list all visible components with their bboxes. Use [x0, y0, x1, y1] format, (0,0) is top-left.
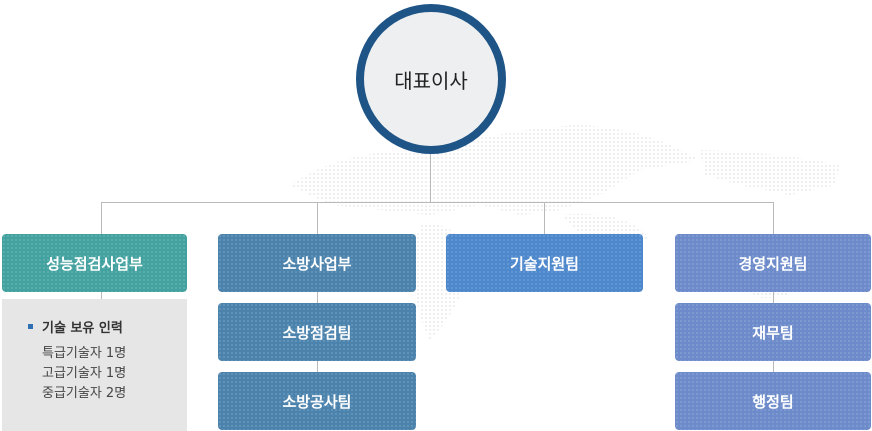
- square-bullet-icon: [28, 324, 33, 329]
- dept-label: 성능점검사업부: [46, 254, 143, 273]
- dept-box-fire: 소방사업부: [218, 234, 416, 292]
- dept-label: 경영지원팀: [738, 254, 808, 273]
- info-item: 고급기술자 1명: [42, 366, 127, 381]
- drop-line-1: [101, 202, 102, 234]
- dept-box-performance: 성능점검사업부: [2, 234, 187, 292]
- info-item: 특급기술자 1명: [42, 346, 127, 361]
- dept-box-management: 경영지원팀: [675, 234, 871, 292]
- team-label: 재무팀: [752, 323, 794, 342]
- drop-line-4: [773, 202, 774, 234]
- team-box-fire-inspection: 소방점검팀: [218, 303, 416, 361]
- drop-line-2: [317, 202, 318, 234]
- team-label: 소방점검팀: [282, 323, 352, 342]
- info-panel-title: 기술 보유 인력: [28, 317, 187, 336]
- ceo-connector-line: [430, 154, 431, 202]
- info-item: 중급기술자 2명: [42, 386, 127, 401]
- staff-info-panel: 기술 보유 인력 특급기술자 1명 고급기술자 1명 중급기술자 2명: [2, 299, 187, 431]
- branch-horizontal-line: [101, 202, 773, 203]
- dept-label: 소방사업부: [282, 254, 352, 273]
- dept-1-to-panel-line: [101, 292, 102, 300]
- team-box-administration: 행정팀: [675, 372, 871, 430]
- team-box-finance: 재무팀: [675, 303, 871, 361]
- team-label: 행정팀: [752, 392, 794, 411]
- ceo-label: 대표이사: [394, 68, 468, 93]
- drop-line-3: [544, 202, 545, 234]
- team-label: 소방공사팀: [282, 392, 352, 411]
- team-box-fire-construction: 소방공사팀: [218, 372, 416, 430]
- dept-box-tech-support: 기술지원팀: [446, 234, 643, 292]
- info-title-text: 기술 보유 인력: [42, 321, 123, 336]
- dept-label: 기술지원팀: [509, 254, 579, 273]
- ceo-node: 대표이사: [356, 4, 506, 154]
